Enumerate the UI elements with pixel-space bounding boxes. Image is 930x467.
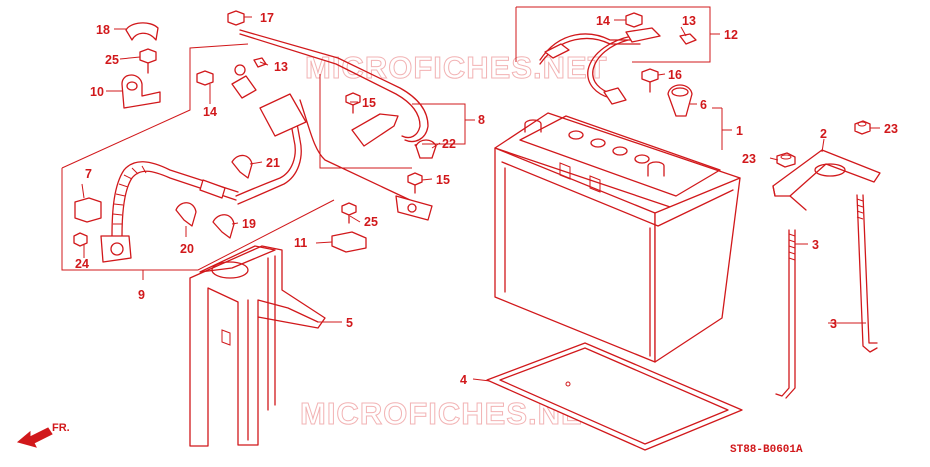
bolt-15-lower — [407, 172, 423, 194]
cable-holder-11 — [331, 231, 367, 253]
bolt-15-upper — [345, 92, 361, 114]
callout-18: 18 — [96, 23, 110, 37]
callout-25-left: 25 — [105, 53, 119, 67]
negative-cable — [539, 27, 661, 105]
nut-14-left — [196, 70, 214, 86]
callout-25-middle: 25 — [364, 215, 378, 229]
nut-23-right — [854, 120, 871, 135]
clamp-20 — [175, 202, 197, 227]
clamp-18 — [125, 22, 159, 41]
callout-17: 17 — [260, 11, 274, 25]
callout-2: 2 — [820, 127, 827, 141]
callout-labels: 18 25 10 14 17 13 15 8 22 15 25 11 21 19… — [75, 11, 898, 387]
callout-6: 6 — [700, 98, 707, 112]
callout-13-left: 13 — [274, 60, 288, 74]
callout-3-long: 3 — [830, 317, 837, 331]
battery-cover — [189, 245, 326, 447]
callout-9: 9 — [138, 288, 145, 302]
nut-14-right — [625, 12, 643, 28]
leader-lines — [61, 6, 880, 382]
callout-23-left: 23 — [742, 152, 756, 166]
clip-7 — [74, 197, 102, 223]
bolt-13-right — [679, 33, 697, 45]
callout-3-short: 3 — [812, 238, 819, 252]
grommet-22 — [415, 139, 437, 159]
hold-down-bracket — [772, 149, 881, 211]
callout-11: 11 — [294, 236, 307, 250]
callout-23-right: 23 — [884, 122, 898, 136]
callout-12: 12 — [724, 28, 738, 42]
callout-24: 24 — [75, 257, 89, 271]
cable-holder-10 — [121, 74, 161, 109]
front-direction-arrow-icon — [16, 427, 53, 448]
callout-8: 8 — [478, 113, 485, 127]
clamp-19 — [212, 214, 235, 239]
callout-22: 22 — [442, 137, 456, 151]
ground-cable — [100, 64, 307, 263]
nut-23-left — [776, 152, 796, 168]
front-label: FR. — [52, 422, 70, 434]
j-bolt-long — [856, 194, 878, 353]
battery — [494, 112, 741, 363]
callout-13-right: 13 — [682, 14, 696, 28]
callout-15-upper: 15 — [362, 96, 376, 110]
callout-10: 10 — [90, 85, 104, 99]
bolt-25-left — [139, 48, 157, 74]
bolt-16 — [641, 68, 659, 93]
nut-17 — [227, 10, 245, 26]
callout-21: 21 — [266, 156, 280, 170]
callout-7: 7 — [85, 167, 92, 181]
bolt-25-middle — [341, 202, 357, 224]
j-bolt-short — [775, 229, 796, 399]
watermark-top: MICROFICHES.NET — [305, 50, 608, 85]
callout-16: 16 — [668, 68, 682, 82]
nut-24 — [73, 232, 88, 247]
positive-cable — [239, 29, 434, 221]
terminal-6 — [667, 84, 693, 117]
callout-1: 1 — [736, 124, 743, 138]
callout-4: 4 — [460, 373, 467, 387]
callout-15-lower: 15 — [436, 173, 450, 187]
battery-tray — [486, 342, 743, 451]
clamp-21 — [231, 154, 253, 179]
callout-14-right: 14 — [596, 14, 610, 28]
callout-19: 19 — [242, 217, 256, 231]
callout-20: 20 — [180, 242, 194, 256]
callout-5: 5 — [346, 316, 353, 330]
callout-14-left: 14 — [203, 105, 217, 119]
diagram-code: ST88-B0601A — [730, 444, 803, 456]
